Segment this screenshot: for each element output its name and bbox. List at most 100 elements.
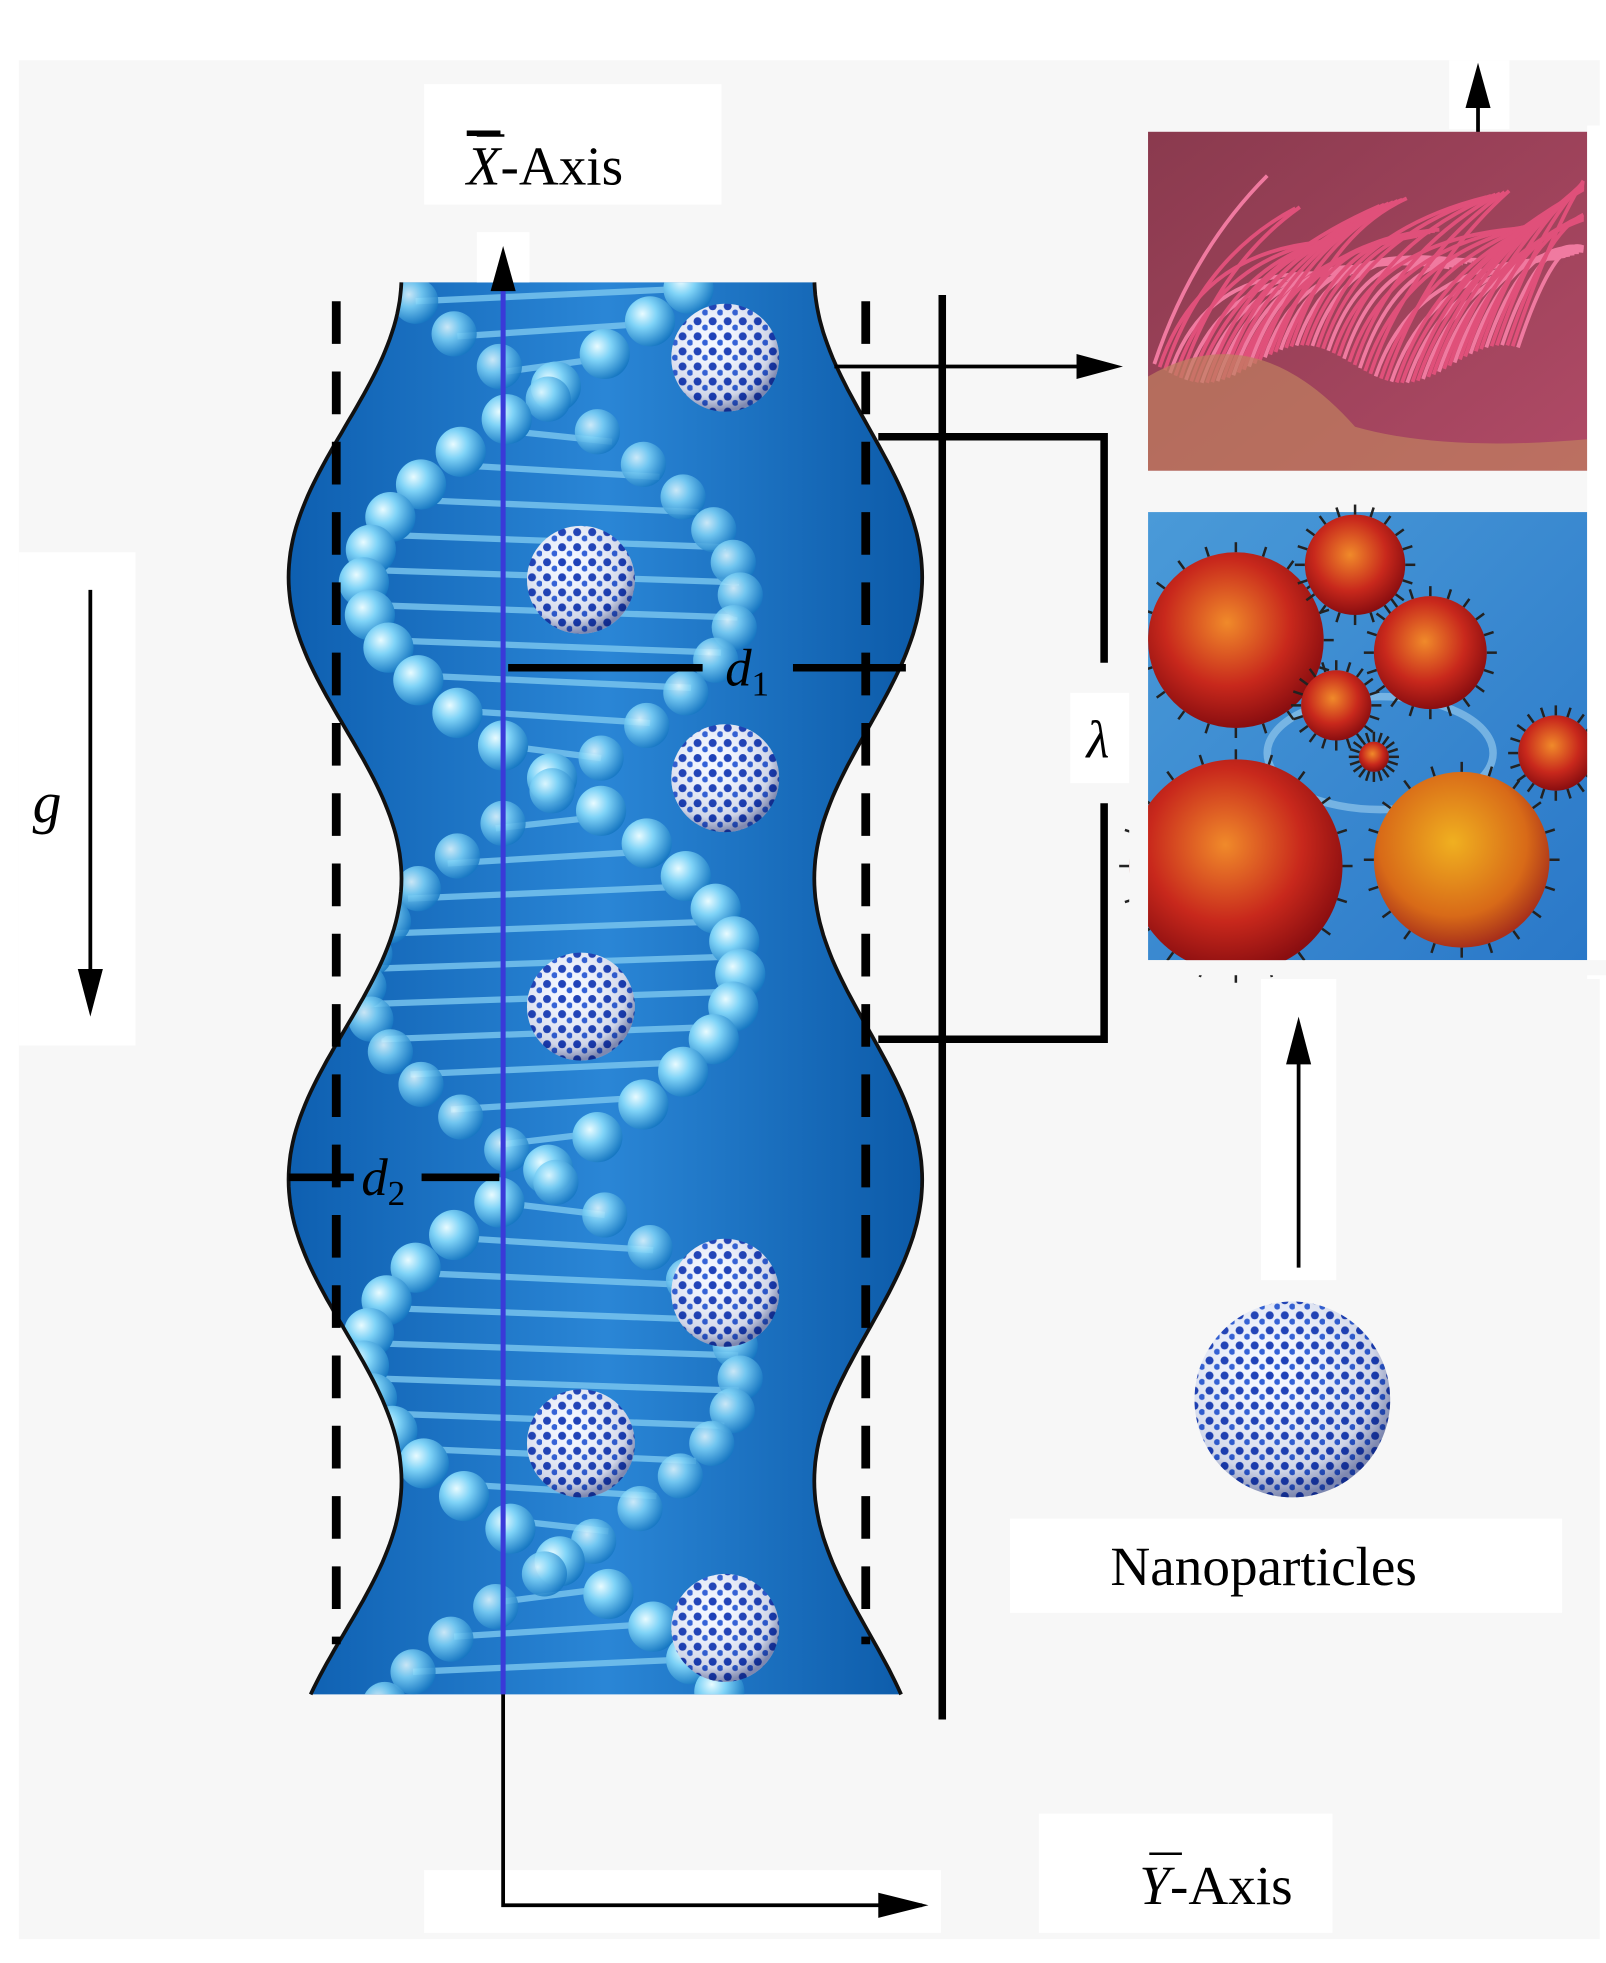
- dna-base-pair: [410, 1058, 694, 1078]
- dna-bead: [434, 833, 480, 879]
- dna-base-pair: [407, 882, 697, 902]
- dna-bead: [485, 1503, 536, 1554]
- dna-base-pair: [379, 918, 725, 937]
- dna-base-pair: [405, 496, 699, 516]
- virus-spike: [1402, 544, 1413, 551]
- virus-spike: [1321, 796, 1332, 805]
- virus-spike: [1576, 713, 1585, 724]
- x-axis-arrowhead: [490, 246, 516, 292]
- dna-bead: [575, 785, 627, 836]
- dna-bead: [393, 655, 444, 706]
- wavelength-bracket-top: [878, 433, 1108, 663]
- cilium: [1173, 239, 1324, 377]
- virus-spike: [1544, 828, 1556, 834]
- virus-spike: [1576, 782, 1585, 793]
- dna-base-pair: [412, 672, 692, 691]
- cilia-base: [1148, 354, 1588, 471]
- dna-bead: [624, 702, 670, 749]
- dna-bead: [390, 1649, 436, 1695]
- virus-spike: [1366, 630, 1378, 637]
- virus-spike: [1566, 788, 1572, 799]
- virus-spike: [1321, 738, 1327, 749]
- dna-bead: [574, 409, 620, 455]
- dna-bead: [438, 1470, 490, 1522]
- dna-bead: [484, 1127, 530, 1173]
- virus-spike: [1308, 733, 1317, 743]
- dna-base-pair: [447, 847, 657, 867]
- nanoparticles-label-box: [1010, 1518, 1563, 1613]
- virus-spike: [1446, 705, 1453, 717]
- virus-particle: [1348, 731, 1399, 782]
- virus-spike: [1387, 760, 1399, 766]
- dna-bead: [395, 866, 441, 912]
- dna-bead: [582, 1192, 628, 1238]
- dna-bead: [621, 818, 672, 869]
- dna-bead: [481, 394, 532, 445]
- virus-spike: [1261, 723, 1268, 734]
- virus-spike: [1512, 779, 1521, 790]
- d2-label: d2: [361, 1149, 405, 1213]
- virus-spike: [1526, 713, 1535, 724]
- virus-spike: [1394, 528, 1405, 537]
- virus-body: [1129, 759, 1343, 973]
- virus-spike: [1166, 770, 1175, 781]
- virus-spike: [1349, 760, 1360, 766]
- nanoparticle-virus-image: [1119, 504, 1604, 983]
- virus-spike: [1155, 581, 1166, 590]
- virus-spike: [1335, 507, 1341, 518]
- cilium: [1368, 190, 1506, 375]
- virus-spike: [1298, 677, 1309, 686]
- virus-spike: [1387, 747, 1399, 754]
- dna-bead: [689, 1420, 735, 1466]
- virus-spike: [1204, 546, 1210, 557]
- nanoparticle-up-arrowhead: [1286, 1016, 1312, 1065]
- virus-spike: [1267, 754, 1274, 765]
- nanoparticles-in-channel: [526, 303, 780, 1682]
- dna-bead: [435, 426, 486, 477]
- cilium: [1510, 179, 1586, 347]
- dna-base-pair: [410, 1269, 694, 1289]
- virus-spike: [1390, 697, 1399, 708]
- cilium: [1315, 227, 1440, 348]
- virus-spike: [1292, 690, 1304, 696]
- virus-spike: [1408, 705, 1415, 717]
- cilium: [1321, 193, 1492, 350]
- virus-spike: [1475, 612, 1485, 621]
- x-axis-label: X-Axis: [465, 135, 623, 196]
- dna-base-pair: [365, 1339, 739, 1359]
- dna-bead: [533, 1159, 579, 1205]
- virus-spike: [1526, 782, 1535, 793]
- dna-bead: [627, 1224, 673, 1271]
- y-axis-label-box: [1038, 1813, 1333, 1933]
- dna-bead: [660, 850, 711, 902]
- left-channel-wall: [286, 282, 404, 1696]
- dna-bead: [691, 507, 737, 553]
- cilium: [1452, 250, 1579, 364]
- image-edge-mask: [1129, 960, 1606, 976]
- image-edge-mask: [1587, 125, 1606, 979]
- virus-spike: [1345, 738, 1352, 749]
- dna-bead: [663, 282, 714, 314]
- dna-base-pair: [365, 1374, 739, 1394]
- virus-spike: [1483, 668, 1494, 675]
- virus-spike: [1381, 768, 1390, 778]
- dna-bead: [398, 1438, 449, 1489]
- cilium: [1347, 225, 1524, 363]
- virus-spike: [1383, 604, 1392, 615]
- virus-particle: [1363, 586, 1497, 720]
- y-axis-arrowhead: [878, 1892, 929, 1918]
- dna-bead: [663, 670, 709, 716]
- y-axis-line: [501, 1694, 923, 1908]
- virus-spike: [1403, 930, 1412, 940]
- cilium: [1273, 197, 1404, 353]
- dna-bead: [473, 1583, 519, 1630]
- nanoparticle-shading: [671, 1573, 780, 1682]
- virus-spike: [1286, 710, 1295, 721]
- dna-bead: [660, 474, 706, 520]
- dna-bead: [628, 1601, 679, 1652]
- virus-spike: [1368, 828, 1379, 834]
- virus-spike: [1292, 715, 1304, 721]
- dna-bead: [432, 687, 483, 739]
- virus-spike: [1403, 779, 1412, 790]
